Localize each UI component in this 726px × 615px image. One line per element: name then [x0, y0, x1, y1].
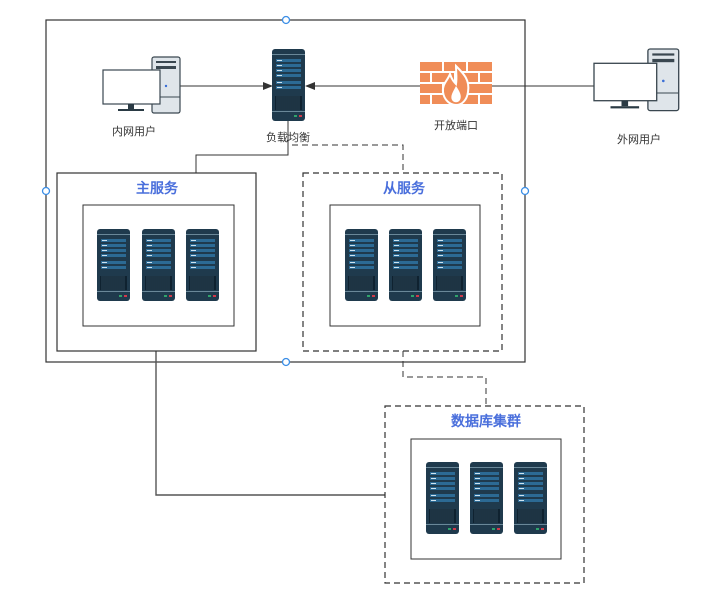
- server-icon: [469, 461, 504, 535]
- primary-service-title: 主服务: [136, 181, 178, 197]
- server-icon: [388, 228, 423, 302]
- server-icon: [432, 228, 467, 302]
- database-cluster-title: 数据库集群: [451, 414, 521, 430]
- firewall-node[interactable]: [420, 62, 492, 107]
- connector-lb-to-secondary[interactable]: [292, 144, 404, 173]
- internet-user-node[interactable]: [593, 48, 680, 112]
- resize-handle-right[interactable]: [520, 186, 530, 196]
- resize-handle-top[interactable]: [281, 15, 291, 25]
- load-balancer-label: 负载均衡: [266, 131, 310, 144]
- server-icon: [271, 48, 306, 122]
- primary-service-group[interactable]: [56, 172, 257, 352]
- resize-handle-bottom[interactable]: [281, 357, 291, 367]
- database-cluster-group[interactable]: [384, 405, 585, 584]
- connector-secondary-to-db[interactable]: [402, 351, 487, 406]
- desktop-computer-icon: [593, 48, 680, 112]
- desktop-computer-icon: [102, 56, 181, 114]
- server-icon: [96, 228, 131, 302]
- server-icon: [185, 228, 220, 302]
- connector-lb-to-primary[interactable]: [195, 120, 289, 173]
- server-icon: [344, 228, 379, 302]
- secondary-service-title: 从服务: [383, 181, 425, 197]
- connector-primary-to-db[interactable]: [155, 351, 385, 496]
- load-balancer-node[interactable]: [271, 48, 306, 122]
- internet-user-label: 外网用户: [617, 133, 661, 146]
- resize-handle-left[interactable]: [41, 186, 51, 196]
- intranet-user-label: 内网用户: [112, 125, 156, 138]
- firewall-label: 开放端口: [434, 119, 478, 132]
- firewall-icon: [420, 62, 492, 107]
- server-icon: [141, 228, 176, 302]
- server-icon: [425, 461, 460, 535]
- intranet-user-node[interactable]: [102, 56, 181, 114]
- server-icon: [513, 461, 548, 535]
- secondary-service-group[interactable]: [302, 172, 503, 352]
